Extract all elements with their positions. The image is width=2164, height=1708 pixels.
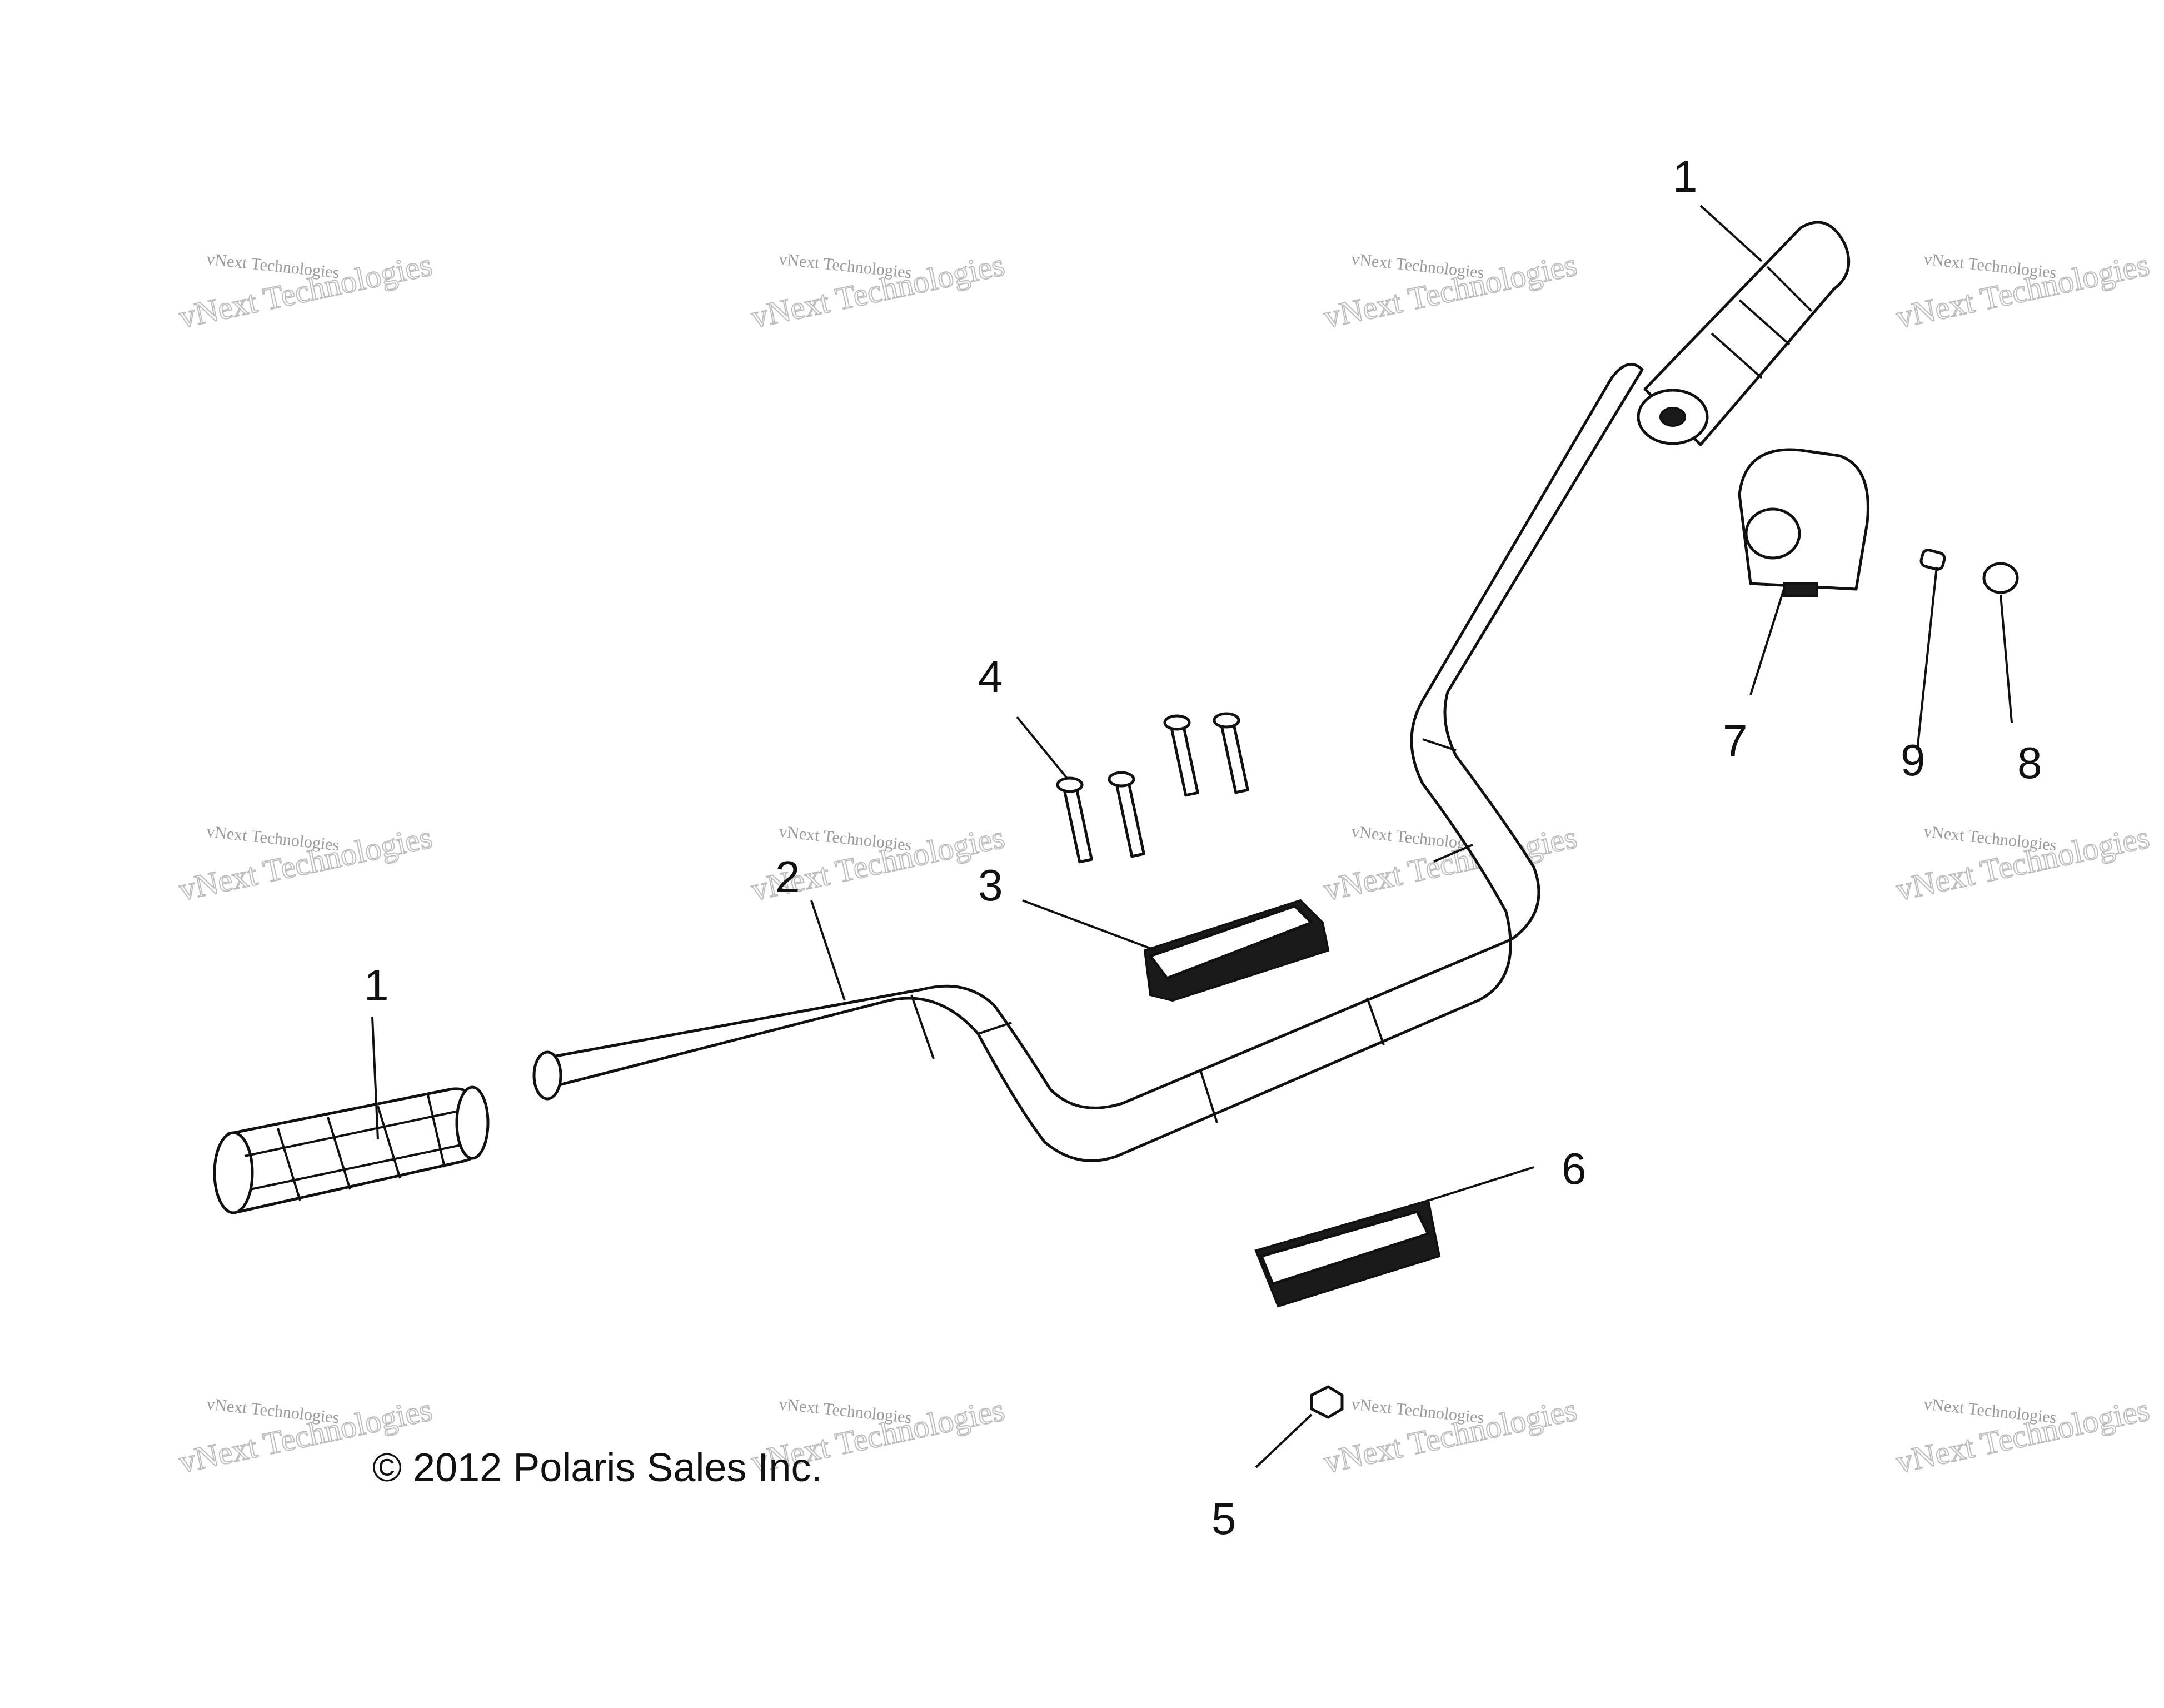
pad <box>1738 448 1869 597</box>
plug <box>1982 562 2019 594</box>
screw <box>1919 549 1946 571</box>
leader-lines <box>371 205 2013 1468</box>
callout-screw: 9 <box>1901 735 1926 785</box>
watermark-small-text: vNext Technologies <box>778 823 913 855</box>
watermark-small-text: vNext Technologies <box>206 1395 340 1427</box>
callout-labels: 1 1 2 3 4 5 6 7 8 9 <box>364 152 2042 1543</box>
watermark-small-text: vNext Technologies <box>1923 1395 2057 1427</box>
upper-clamp <box>1143 899 1330 1002</box>
watermark-small-text: vNext Technologies <box>206 823 340 855</box>
callout-bolts: 4 <box>978 652 1003 701</box>
callout-lower-clamp: 6 <box>1562 1144 1587 1193</box>
nut <box>1310 1385 1344 1419</box>
bolts <box>1056 712 1249 864</box>
watermark-small-text: vNext Technologies <box>778 1395 913 1427</box>
watermark-small-text: vNext Technologies <box>1923 823 2057 855</box>
watermark-small-text: vNext Technologies <box>206 250 340 282</box>
bolt-4 <box>1213 712 1249 794</box>
bolt-3 <box>1163 714 1199 797</box>
callout-handlebar: 2 <box>775 852 800 902</box>
right-grip <box>1637 221 1851 446</box>
handlebar <box>532 363 1644 1162</box>
copyright-text: © 2012 Polaris Sales Inc. <box>372 1446 822 1490</box>
callout-pad: 7 <box>1723 716 1748 765</box>
callout-nut: 5 <box>1211 1494 1236 1543</box>
watermark-small-text: vNext Technologies <box>778 250 913 282</box>
callout-plug: 8 <box>2017 738 2042 788</box>
left-grip <box>213 1085 490 1214</box>
callout-grip-right: 1 <box>1673 152 1698 201</box>
callout-upper-clamp: 3 <box>978 860 1003 910</box>
watermark-small-text: vNext Technologies <box>1923 250 2057 282</box>
bolt-1 <box>1056 776 1093 864</box>
callout-grip-left: 1 <box>364 960 389 1010</box>
lower-clamp <box>1254 1199 1441 1308</box>
watermark-small-text: vNext Technologies <box>1350 250 1485 282</box>
watermark-small-text: vNext Technologies <box>1350 1395 1485 1427</box>
bolt-2 <box>1108 771 1145 858</box>
